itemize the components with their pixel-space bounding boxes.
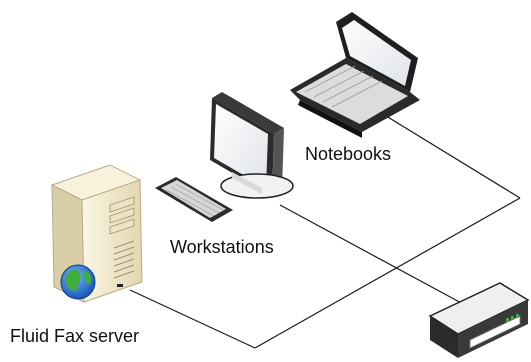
- workstations-label: Workstations: [170, 237, 274, 257]
- link-backbone: [254, 197, 521, 349]
- globe-icon: [60, 264, 96, 300]
- keyboard-icon: [155, 177, 233, 222]
- monitor-icon: [210, 92, 294, 199]
- link-workstation-router: [279, 204, 466, 306]
- notebook-icon: [290, 12, 420, 138]
- notebooks-label: Notebooks: [305, 144, 392, 164]
- server-label: Fluid Fax server: [10, 326, 140, 346]
- link-server: [129, 289, 256, 349]
- network-router-icon: [428, 282, 530, 358]
